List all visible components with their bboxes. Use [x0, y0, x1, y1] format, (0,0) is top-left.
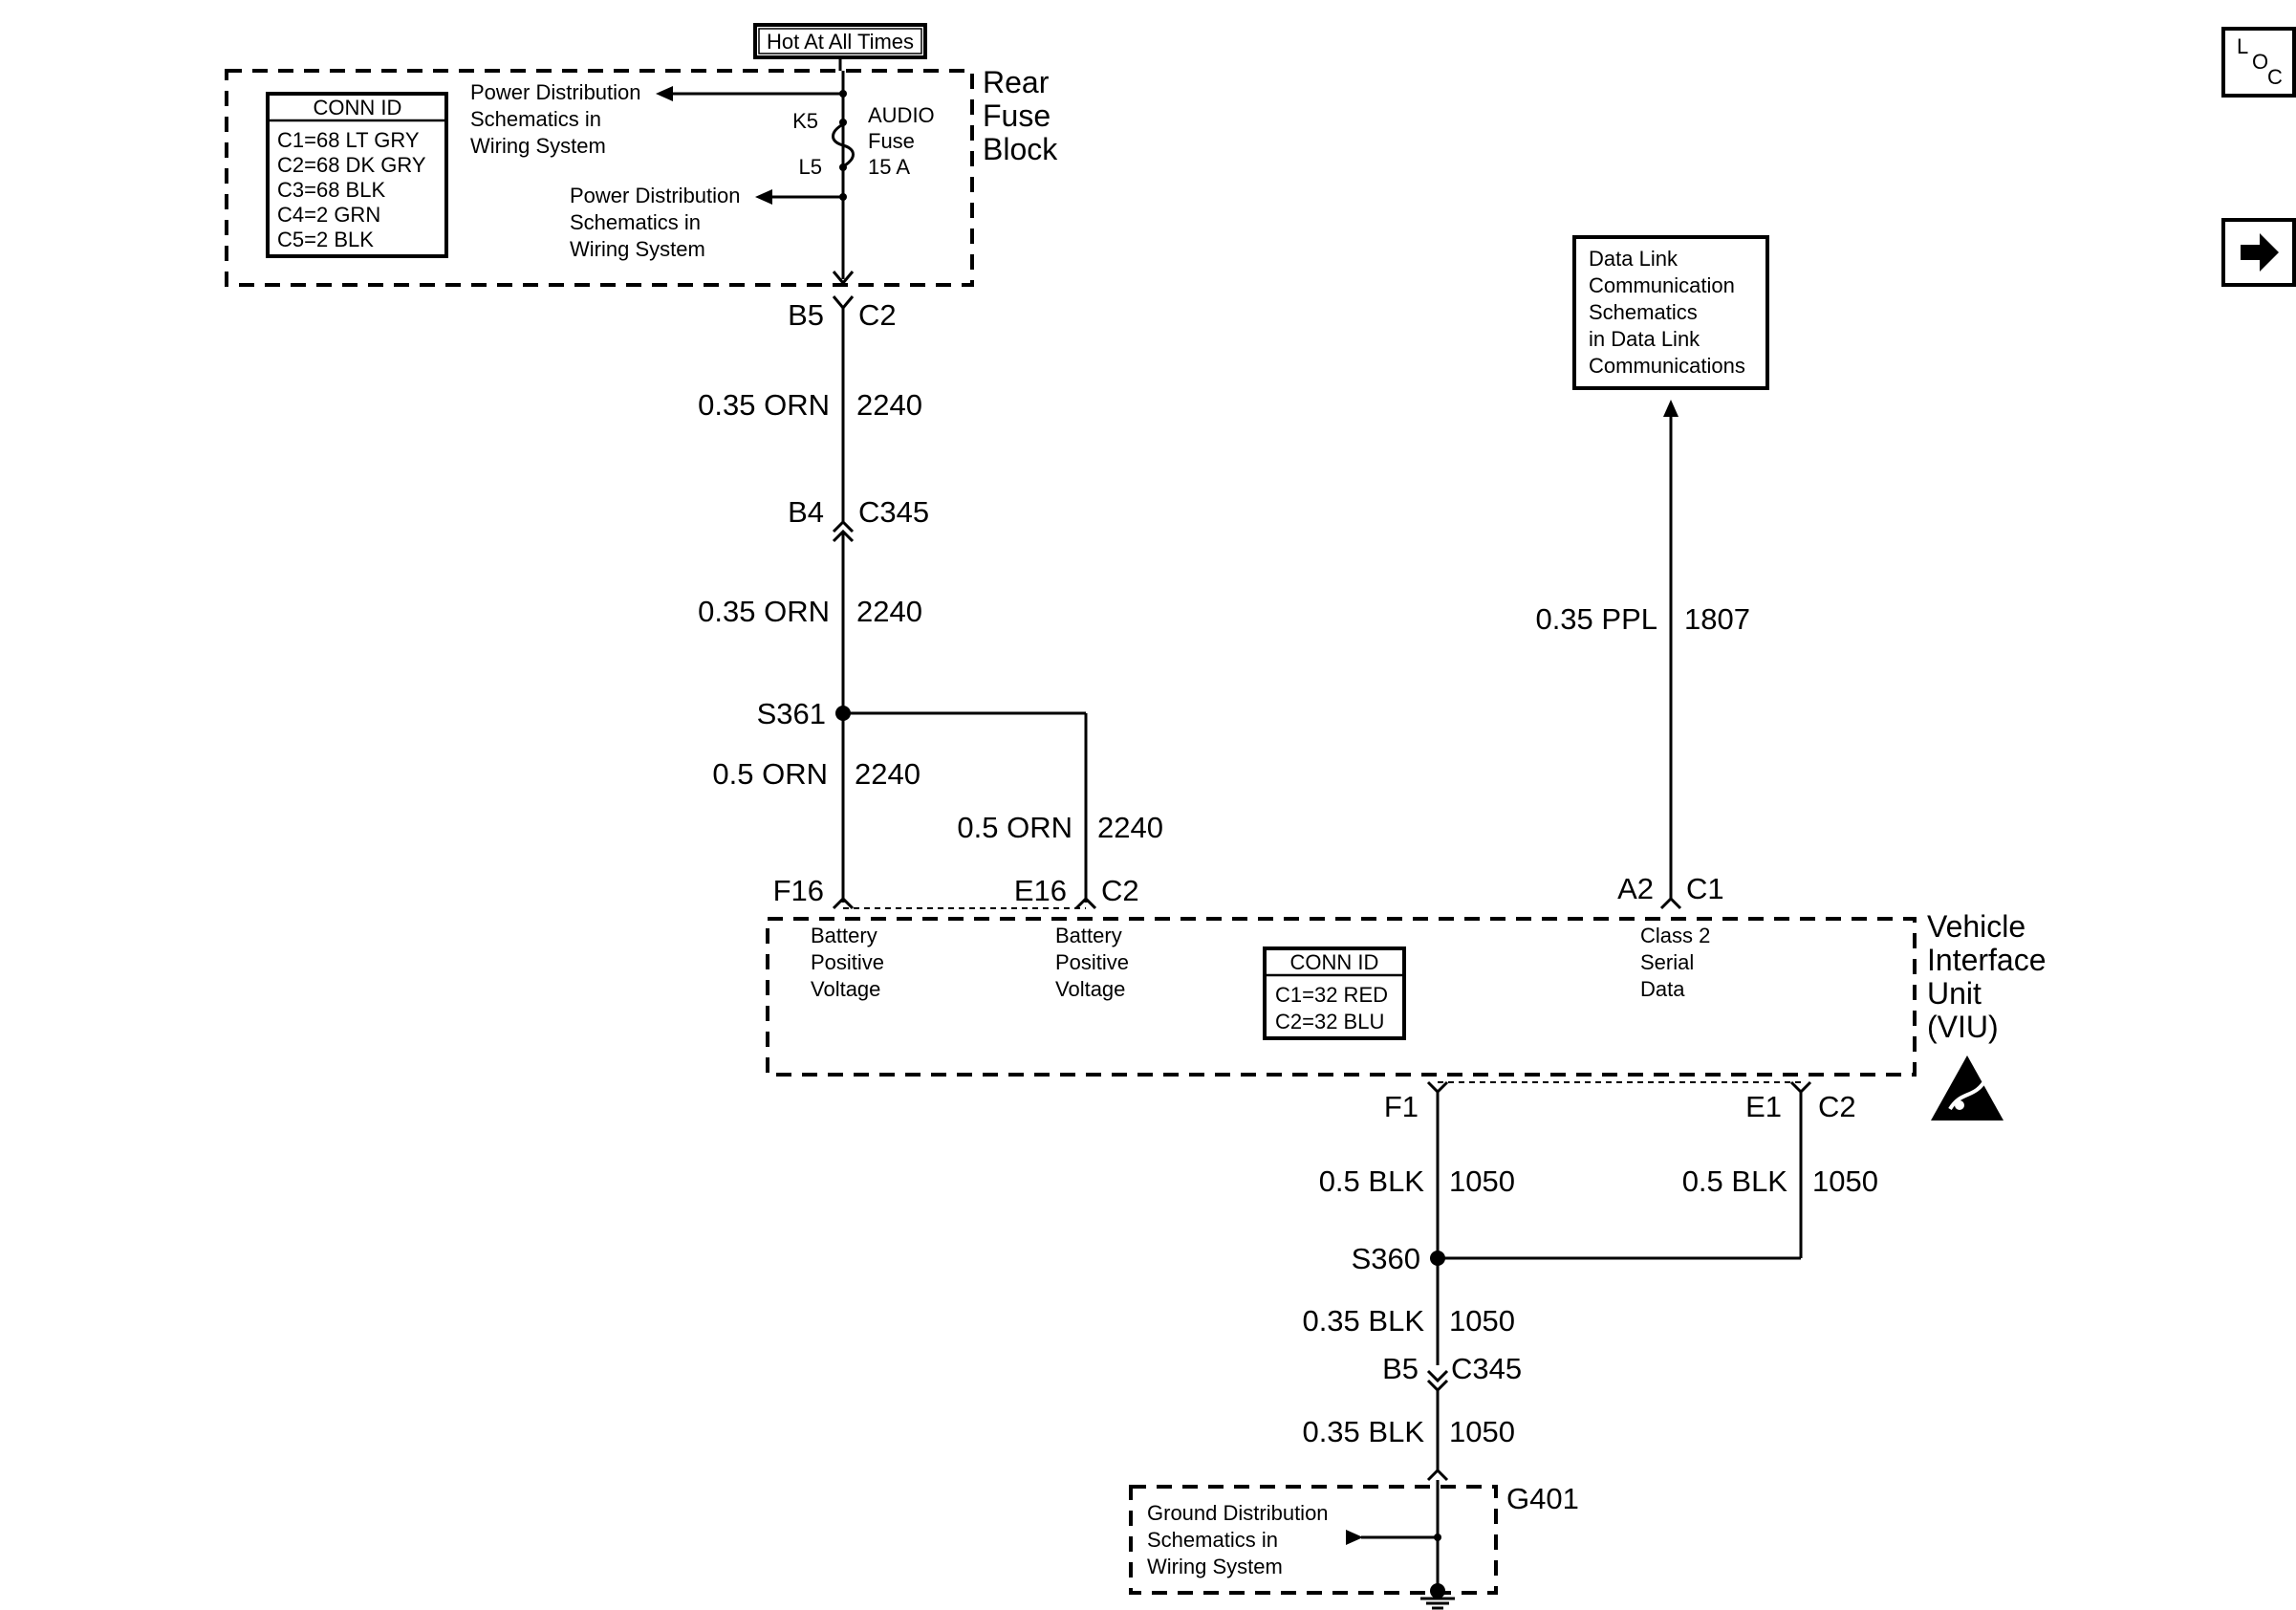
rear-fuse-block-title: Rear Fuse Block: [983, 65, 1059, 166]
viu-outline: [766, 917, 1917, 1077]
arrow-up-icon: [1663, 400, 1679, 417]
wire-circuit-2240-seg2: 2240: [856, 595, 922, 628]
arrow-left-icon: [656, 86, 673, 101]
rear-fuse-block: Hot At All Times Rear Fuse Block CONN ID…: [225, 23, 1059, 287]
rear-conn-id-lines: C1=68 LT GRY C2=68 DK GRY C3=68 BLK C4=2…: [277, 128, 431, 251]
arrow-left-icon: [755, 189, 772, 205]
viu-pin-e16: E16: [1014, 874, 1067, 907]
connector-pin-b5: B5: [788, 298, 824, 332]
data-link-box-text: Data Link Communication Schematics in Da…: [1589, 247, 1745, 378]
fuse-symbol: [832, 122, 855, 168]
wire-gauge-1050-seg: 0.35 BLK: [1302, 1304, 1424, 1338]
splice-s360-label: S360: [1352, 1242, 1420, 1275]
rear-fuse-block-outline: [225, 69, 974, 287]
ground-g401: G401 Ground Distribution Schematics in W…: [1129, 1480, 1579, 1610]
wire-circuit-2240-right: 2240: [1097, 811, 1163, 844]
viu-conn-id: CONN ID C1=32 RED C2=32 BLU: [1263, 946, 1406, 1040]
rear-fuse-conn-id: CONN ID C1=68 LT GRY C2=68 DK GRY C3=68 …: [266, 92, 448, 258]
next-page-button[interactable]: [2221, 218, 2296, 287]
ground-distribution-ref: Ground Distribution Schematics in Wiring…: [1147, 1501, 1334, 1578]
splice-s360: [1430, 1251, 1445, 1266]
wire-gauge-2240-left: 0.5 ORN: [712, 757, 828, 791]
wire-gauge-1050-left: 0.5 BLK: [1319, 1164, 1425, 1198]
fuse-pin-l5: L5: [799, 155, 822, 179]
wire-gauge-2240-seg2: 0.35 ORN: [698, 595, 830, 628]
power-distribution-ref-top: Power Distribution Schematics in Wiring …: [470, 80, 647, 158]
viu-conn-c2-top: C2: [1101, 874, 1139, 907]
connector-pin-b5-lower: B5: [1382, 1352, 1419, 1385]
ground-outline: [1129, 1485, 1498, 1595]
wire-circuit-1050-left: 1050: [1449, 1164, 1515, 1198]
viu-conn-id-lines: C1=32 RED C2=32 BLU: [1275, 983, 1394, 1033]
viu-conn-c1: C1: [1686, 872, 1724, 905]
wire-gauge-1050-right: 0.5 BLK: [1682, 1164, 1788, 1198]
right-arrow-icon: [2241, 233, 2279, 272]
viu-label-f16: Battery Positive Voltage: [811, 924, 890, 1001]
wire-gauge-2240-seg1: 0.35 ORN: [698, 388, 830, 422]
wire-circuit-1050-seg: 1050: [1449, 1304, 1515, 1338]
connector-pin-b4: B4: [788, 495, 824, 529]
viu-label-a2: Class 2 Serial Data: [1640, 924, 1716, 1001]
arrow-right-icon: [1346, 1530, 1363, 1545]
wire-circuit-1807: 1807: [1684, 602, 1750, 636]
wire-circuit-1050-right: 1050: [1812, 1164, 1878, 1198]
viu-conn-c2-bottom: C2: [1818, 1090, 1856, 1123]
ground-symbol-icon: [1420, 1597, 1455, 1610]
audio-fuse-label: AUDIO Fuse 15 A: [868, 103, 941, 179]
loc-letter-o: O: [2252, 50, 2268, 74]
viu-pin-f1: F1: [1384, 1090, 1419, 1123]
wire-circuit-2240-left: 2240: [855, 757, 921, 791]
viu-conn-id-title: CONN ID: [1290, 950, 1379, 974]
vehicle-interface-unit: F16 E16 C2 A2 C1 Vehicle Interface Unit …: [766, 872, 2054, 1123]
connector-c2: C2: [858, 298, 897, 332]
wire-gauge-1050-seg2: 0.35 BLK: [1302, 1415, 1424, 1448]
viu-label-e16: Battery Positive Voltage: [1055, 924, 1135, 1001]
wire-gauge-2240-right: 0.5 ORN: [957, 811, 1072, 844]
loc-letter-c: C: [2267, 65, 2283, 89]
loc-letter-l: L: [2237, 34, 2248, 58]
hot-at-all-times-label: Hot At All Times: [767, 30, 914, 54]
rear-conn-id-title: CONN ID: [314, 96, 402, 120]
viu-title: Vehicle Interface Unit (VIU): [1927, 909, 2054, 1044]
viu-pin-e1: E1: [1745, 1090, 1782, 1123]
power-distribution-ref-mid: Power Distribution Schematics in Wiring …: [570, 184, 747, 261]
splice-s361-label: S361: [757, 697, 826, 730]
viu-pin-a2: A2: [1617, 872, 1654, 905]
wire-gauge-1807: 0.35 PPL: [1535, 602, 1657, 636]
data-link-reference: Data Link Communication Schematics in Da…: [1535, 235, 1769, 899]
connector-c345-lower: C345: [1451, 1352, 1522, 1385]
wire-circuit-1050-seg2: 1050: [1449, 1415, 1515, 1448]
ground-id-label: G401: [1506, 1482, 1579, 1515]
connector-c345: C345: [858, 495, 929, 529]
fuse-pin-k5: K5: [792, 109, 818, 133]
wire-circuit-2240-seg1: 2240: [856, 388, 922, 422]
viu-pin-f16: F16: [773, 874, 824, 907]
circuit-2240: B5 C2 0.35 ORN 2240 B4 C345 0.35 ORN 224…: [698, 271, 1163, 903]
circuit-1050: 0.5 BLK 1050 0.5 BLK 1050 S360 0.35 BLK …: [1302, 1092, 1878, 1482]
esd-warning-icon: [1931, 1055, 2004, 1120]
loc-button[interactable]: L O C: [2221, 27, 2296, 98]
